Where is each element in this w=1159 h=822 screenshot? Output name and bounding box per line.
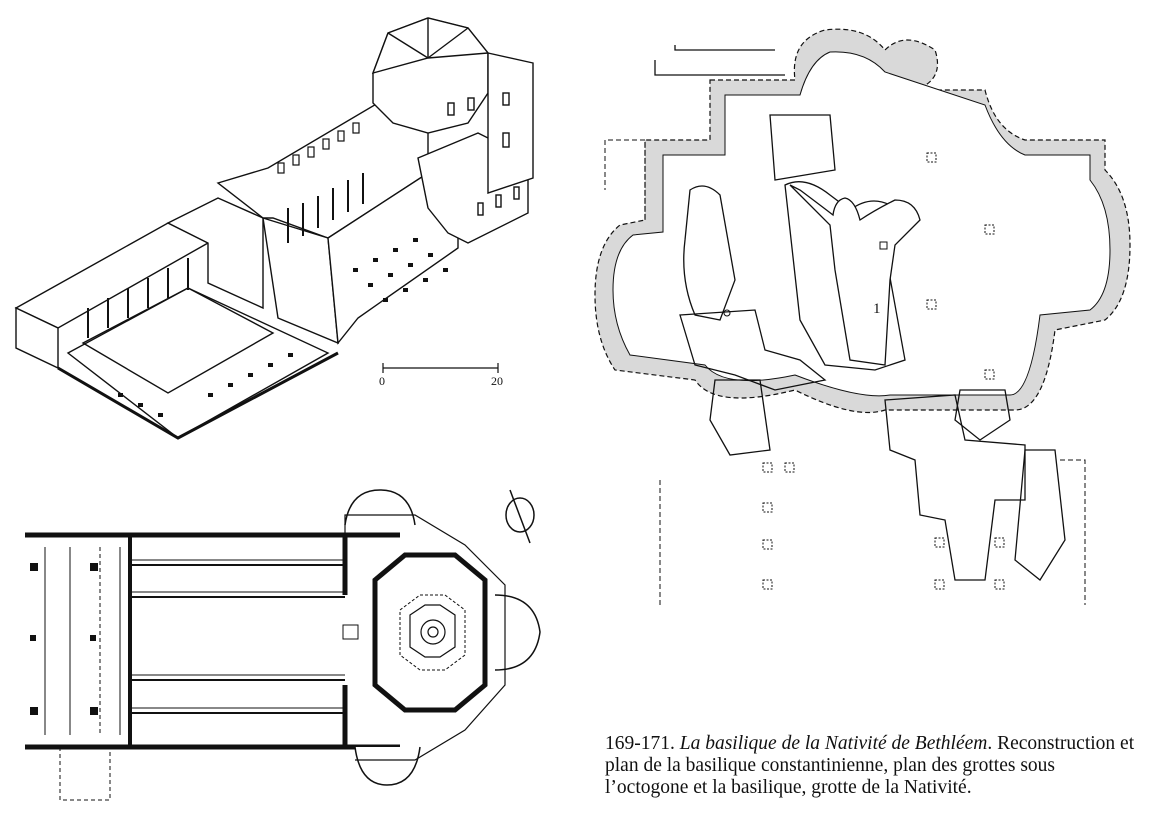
caption-number: 169-171. [605, 733, 675, 754]
north-arrow-icon [505, 489, 535, 544]
caption-line-2: plan de la basilique constantinienne, pl… [605, 755, 1056, 776]
figure-caption: 169-171. La basilique de la Nativité de … [605, 733, 1145, 799]
isometric-svg: 0 20 [14, 17, 534, 440]
caption-line-3: l’octogone et la basilique, grotte de la… [605, 777, 972, 798]
caption-title: La basilique de la Nativité de Bethléem [679, 733, 988, 754]
scale-bar: 0 20 [379, 363, 503, 388]
plan-lines [25, 489, 541, 801]
basilica-floor-plan [25, 485, 570, 805]
isometric-reconstruction-drawing: 0 20 [8, 8, 548, 448]
grotto-plan: 1 [585, 20, 1145, 605]
scale-end-label: 20 [491, 374, 503, 388]
iso-lines [14, 17, 534, 440]
grotto-svg: 1 [594, 28, 1131, 605]
floor-plan-svg [25, 489, 541, 801]
scale-start-label: 0 [379, 374, 385, 388]
caption-line-1: 169-171. La basilique de la Nativité de … [605, 733, 1145, 755]
grotto-number-label: 1 [873, 301, 881, 317]
caption-line1-rest: . Reconstruction et [987, 733, 1135, 754]
grotto-lines: 1 [594, 28, 1131, 605]
